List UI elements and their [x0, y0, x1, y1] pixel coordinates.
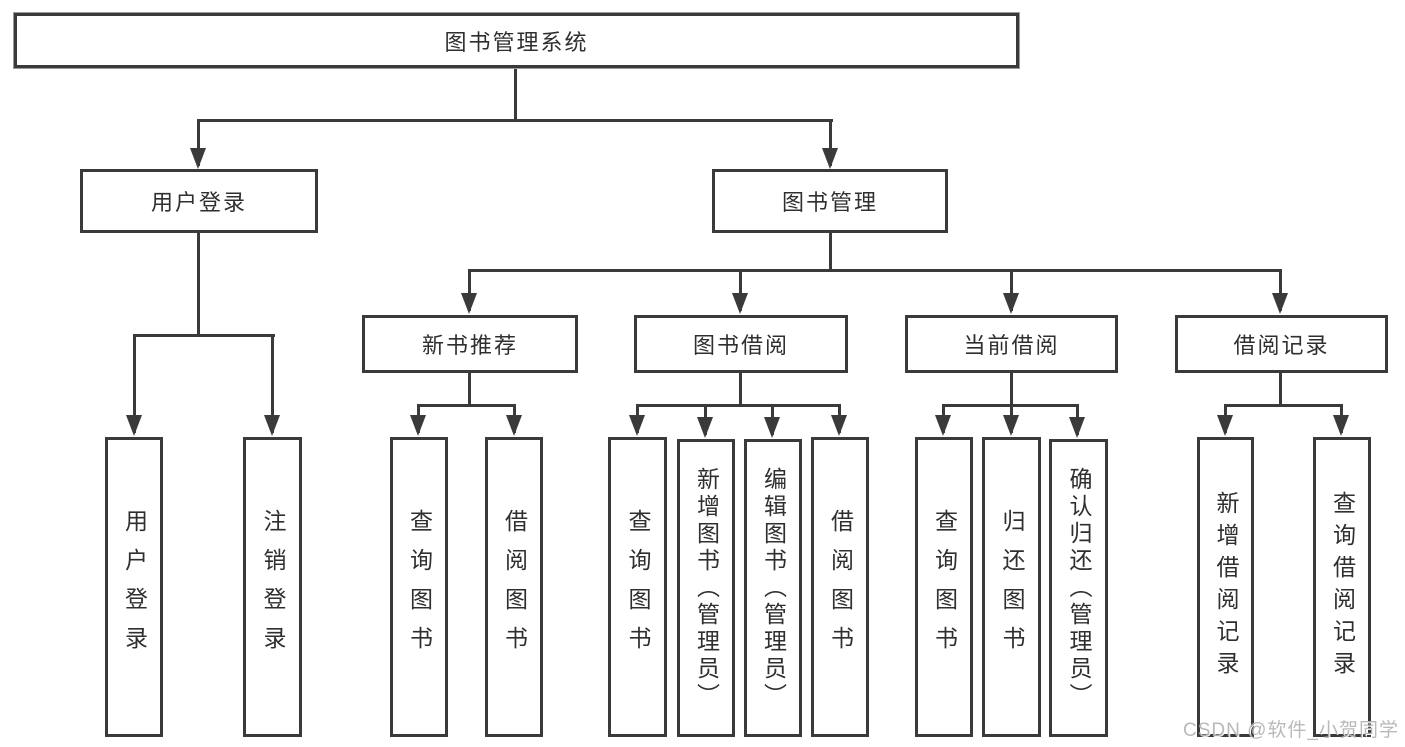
node-label: 图书借阅	[692, 333, 789, 358]
arrowhead	[1217, 415, 1233, 436]
connector-line	[829, 119, 832, 166]
node-borrow-books: 借阅图书	[811, 437, 869, 737]
arrowhead	[1272, 293, 1288, 314]
node-add-borrow-record: 新增借阅记录	[1197, 437, 1254, 737]
node-label: 借阅记录	[1233, 333, 1330, 358]
connector-line	[829, 233, 832, 271]
arrowhead	[190, 148, 206, 169]
connector-line	[417, 404, 516, 407]
connector-line	[1279, 373, 1282, 406]
arrowhead	[764, 417, 780, 438]
arrowhead	[831, 415, 847, 436]
node-borrowing-records: 借阅记录	[1175, 315, 1388, 373]
arrowhead	[697, 417, 713, 438]
node-book-management-branch: 图书管理	[712, 169, 948, 233]
node-label: 查询借阅记录	[1329, 491, 1356, 683]
node-edit-books-admin: 编辑图书（管理员）	[744, 439, 802, 737]
node-add-books-admin: 新增图书（管理员）	[677, 439, 735, 737]
csdn-watermark: CSDN @软件_小贺同学	[1183, 720, 1399, 741]
arrowhead	[264, 415, 280, 436]
connector-line	[133, 334, 136, 433]
connector-line	[636, 404, 841, 407]
node-logout: 注销登录	[243, 437, 302, 737]
connector-line	[739, 269, 742, 311]
arrowhead	[732, 293, 748, 314]
node-label: 归还图书	[999, 509, 1025, 665]
node-label: 新书推荐	[421, 333, 518, 358]
arrowhead	[461, 293, 477, 314]
arrowhead	[1333, 415, 1349, 436]
node-label: 编辑图书（管理员）	[760, 466, 787, 710]
arrowhead	[822, 148, 838, 169]
arrowhead	[935, 415, 951, 436]
node-library-management-system: 图书管理系统	[14, 13, 1019, 68]
connector-line	[271, 334, 274, 433]
connector-line	[468, 373, 471, 406]
node-query-books-current: 查询图书	[915, 437, 973, 737]
connector-line	[1279, 269, 1282, 311]
node-query-books-borrowing: 查询图书	[608, 437, 667, 737]
connector-line	[739, 373, 742, 406]
connector-line	[197, 119, 200, 166]
arrowhead	[1003, 415, 1019, 436]
node-label: 确认归还（管理员）	[1066, 466, 1092, 710]
node-label: 借阅图书	[501, 509, 528, 665]
node-current-borrowing: 当前借阅	[905, 315, 1118, 373]
arrowhead	[506, 415, 522, 436]
node-label: 借阅图书	[827, 509, 854, 665]
node-query-books-recommend: 查询图书	[390, 437, 448, 737]
connector-line	[468, 269, 471, 311]
node-label: 图书管理	[781, 190, 878, 215]
node-borrow-books-recommend: 借阅图书	[485, 437, 543, 737]
arrowhead	[1003, 293, 1019, 314]
node-label: 查询图书	[406, 509, 433, 665]
node-label: 新增借阅记录	[1213, 491, 1239, 683]
node-label: 注销登录	[260, 509, 286, 665]
node-label: 图书管理系统	[444, 29, 589, 55]
node-user-login-branch: 用户登录	[80, 169, 318, 233]
node-user-login: 用户登录	[105, 437, 163, 737]
connector-line	[468, 269, 1282, 272]
connector-line	[1010, 269, 1013, 311]
connector-line	[1224, 404, 1343, 407]
node-label: 用户登录	[121, 509, 148, 665]
connector-line	[197, 233, 200, 337]
node-label: 查询图书	[931, 509, 958, 665]
node-new-book-recommend: 新书推荐	[362, 315, 578, 373]
node-label: 当前借阅	[963, 333, 1060, 358]
node-label: 查询图书	[625, 509, 651, 665]
connector-line	[197, 119, 833, 122]
node-book-borrowing: 图书借阅	[634, 315, 848, 373]
node-label: 新增图书（管理员）	[693, 466, 720, 710]
connector-line	[133, 334, 275, 337]
node-query-borrow-record: 查询借阅记录	[1313, 437, 1371, 737]
arrowhead	[1069, 417, 1085, 438]
node-return-books: 归还图书	[982, 437, 1041, 737]
connector-line	[514, 68, 517, 122]
arrowhead	[410, 415, 426, 436]
arrowhead	[126, 415, 142, 436]
node-confirm-return-admin: 确认归还（管理员）	[1049, 439, 1108, 737]
connector-line	[1010, 373, 1013, 406]
node-label: 用户登录	[150, 190, 247, 215]
arrowhead	[629, 415, 645, 436]
